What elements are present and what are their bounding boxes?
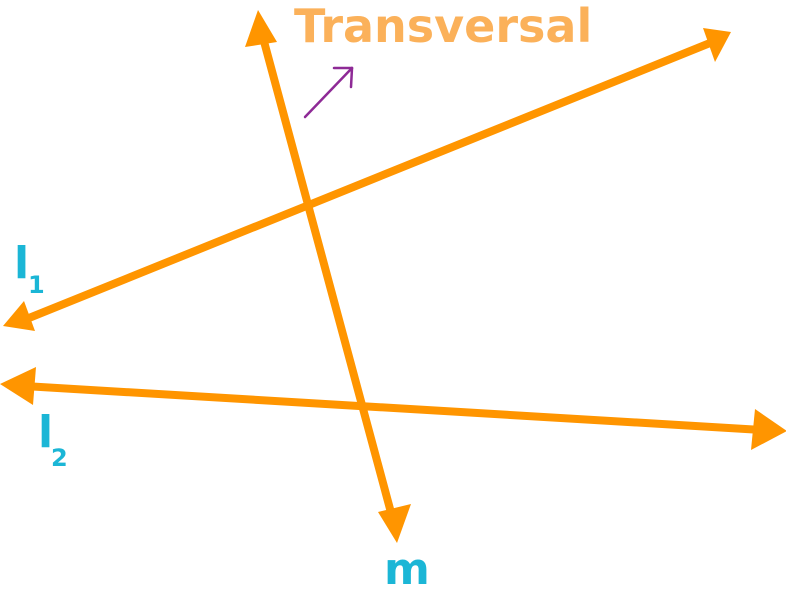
transversal-line-m bbox=[245, 10, 411, 543]
line-l2-left-arrowhead bbox=[0, 367, 36, 405]
transversal-top-arrowhead bbox=[245, 10, 277, 47]
label-l2-subscript: 2 bbox=[51, 444, 68, 472]
line-l1-left-arrowhead bbox=[3, 301, 35, 331]
pointer-arrow bbox=[303, 66, 354, 119]
line-l1 bbox=[3, 28, 731, 331]
line-l2 bbox=[0, 367, 786, 450]
label-m: m bbox=[384, 544, 430, 595]
line-l2-right-arrowhead bbox=[751, 409, 786, 450]
line-l1-right-arrowhead bbox=[703, 28, 731, 62]
transversal-title: Transversal bbox=[294, 0, 592, 53]
label-l1-main: l bbox=[14, 238, 29, 289]
transversal-bottom-arrowhead bbox=[378, 504, 411, 543]
label-l1-subscript: 1 bbox=[28, 271, 45, 299]
label-l2-main: l bbox=[38, 407, 53, 458]
